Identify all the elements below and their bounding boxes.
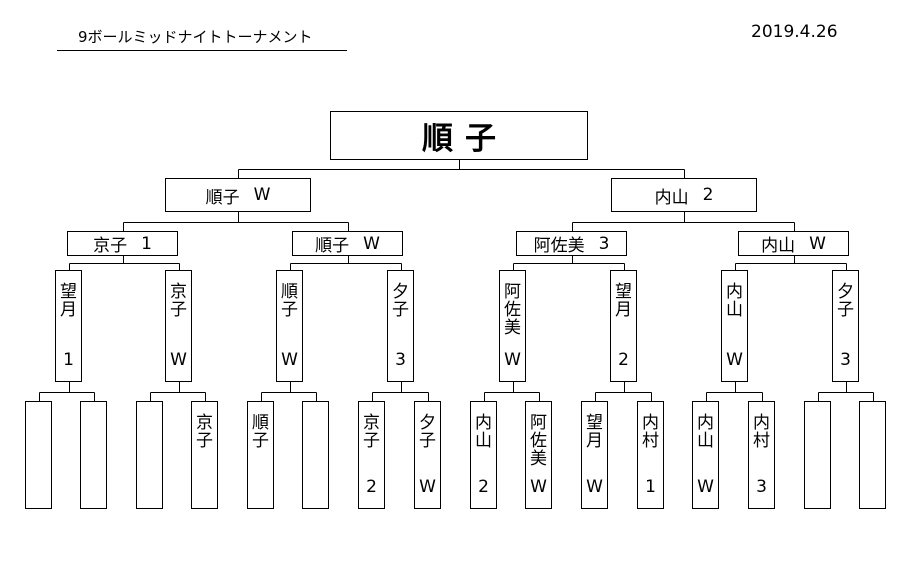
round2-box: 阿 佐 美 W [499,270,526,382]
round1-box: 内 山 W [692,401,719,509]
champion-box: 順子 [330,111,588,160]
round1-box: 内 山 2 [470,401,497,509]
match-result: W [726,350,743,370]
match-result: W [586,477,603,497]
player-name: 順 子 [281,282,298,320]
round1-box: 順 子 [247,401,274,509]
quarterfinal-box: 阿佐美 3 [516,231,627,256]
player-name: 夕 子 [419,413,436,451]
match-result: W [504,350,521,370]
match-result: W [530,477,547,497]
round2-box: 夕 子 3 [832,270,859,382]
player-name: 内 村 [642,413,659,451]
quarterfinal-box: 内山 W [738,231,849,256]
player-name: 阿 佐 美 [504,282,521,338]
match-result: 1 [141,233,152,254]
match-result: 1 [645,477,656,497]
round2-box: 夕 子 3 [387,270,414,382]
spacer [349,232,363,255]
match-result: W [281,350,298,370]
match-result: W [419,477,436,497]
round1-box: 内 村 3 [748,401,775,509]
round2-box: 望 月 2 [610,270,637,382]
round1-box [804,401,831,509]
player-name: 京 子 [363,413,380,451]
round1-box [302,401,329,509]
spacer [240,183,254,208]
match-result: W [170,350,187,370]
match-result: 1 [63,350,74,370]
semifinal-box: 順子 W [165,178,311,212]
tournament-title: 9ボールミッドナイトトーナメント [78,28,313,46]
match-result: W [697,477,714,497]
player-name: 内 村 [753,413,770,451]
spacer [127,232,141,255]
round1-box [859,401,886,509]
event-date: 2019.4.26 [751,22,838,42]
round1-box: 望 月 W [581,401,608,509]
spacer [689,183,703,208]
player-name: 京 子 [196,413,213,451]
match-result: 2 [702,185,714,205]
match-result: 3 [395,350,406,370]
player-name: 阿 佐 美 [530,413,547,469]
match-result: 2 [618,350,629,370]
match-result: 3 [756,477,767,497]
quarterfinal-box: 京子 1 [67,231,178,256]
player-name: 京子 [93,236,128,256]
player-name: 順子 [205,187,240,208]
match-result: 2 [366,477,377,497]
semifinal-box: 内山 2 [611,178,757,212]
player-name: 夕 子 [392,282,409,320]
player-name: 順子 [315,236,350,256]
match-result: 2 [478,477,489,497]
player-name: 内 山 [697,413,714,451]
round2-box: 望 月 1 [55,270,82,382]
player-name: 望 月 [60,282,77,320]
player-name: 京 子 [170,282,187,320]
round2-box: 順 子 W [276,270,303,382]
round1-box [80,401,107,509]
round2-box: 京 子 W [165,270,192,382]
match-result: 3 [598,233,610,254]
player-name: 望 月 [586,413,603,451]
player-name: 順 子 [252,413,269,451]
round1-box: 阿 佐 美 W [525,401,552,509]
match-result: 3 [840,350,851,370]
spacer [585,232,599,255]
round1-box: 内 村 1 [637,401,664,509]
player-name: 内山 [761,236,796,256]
player-name: 内 山 [475,413,492,451]
player-name: 望 月 [615,282,632,320]
match-result: W [253,185,271,205]
round1-box: 京 子 2 [358,401,385,509]
round1-box: 京 子 [191,401,218,509]
player-name: 内山 [654,187,689,208]
player-name: 夕 子 [837,282,854,320]
champion-name: 順子 [422,121,508,157]
player-name: 阿佐美 [533,236,585,256]
title-underline [57,50,347,51]
round2-box: 内 山 W [721,270,748,382]
spacer [795,232,809,255]
match-result: W [363,233,380,254]
player-name: 内 山 [726,282,743,320]
quarterfinal-box: 順子 W [292,231,403,256]
round1-box [25,401,52,509]
round1-box [136,401,163,509]
round1-box: 夕 子 W [414,401,441,509]
match-result: W [809,233,826,254]
